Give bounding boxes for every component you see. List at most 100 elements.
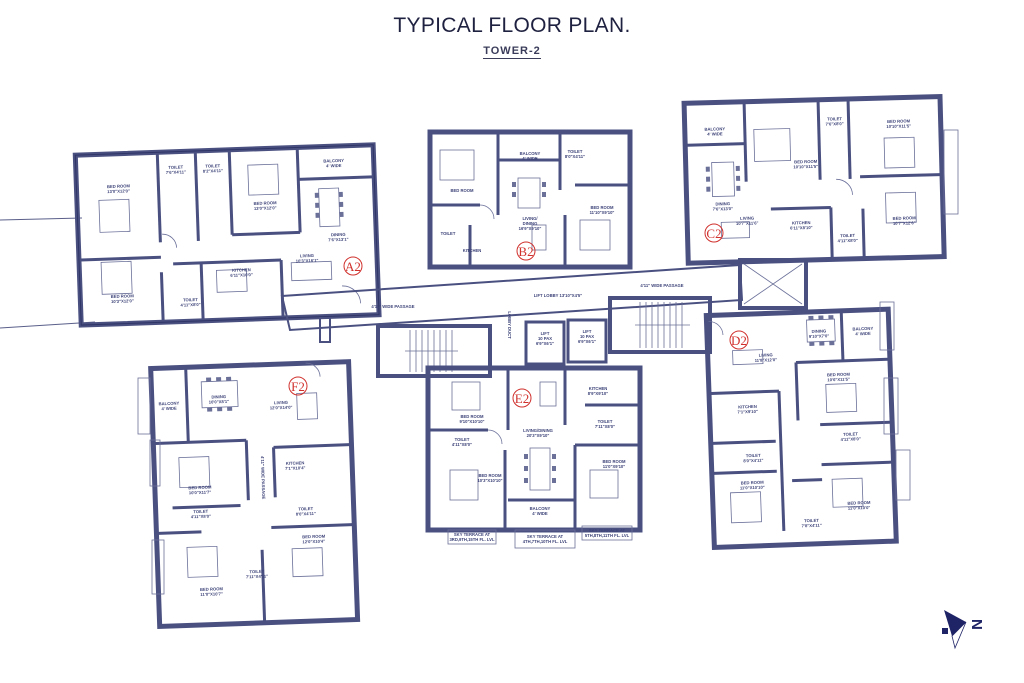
svg-text:9'10"X7'0": 9'10"X7'0" [809,333,830,339]
svg-text:7'1"X10'4": 7'1"X10'4" [285,465,306,471]
e2-living-dining-label: LIVING/DINING [523,428,553,433]
lobby-duct-label: LOBBY DUCT [507,311,512,339]
f2-sky-terraces [137,377,165,595]
unit-d2: DINING 9'10"X7'0" BALCONY 4' WIDE LIVING… [703,306,899,551]
d2-sky-terraces [879,301,911,501]
b2-bedroom-1-label: BED ROOM [450,188,474,193]
f2-balcony-label: BALCONY [158,401,179,407]
f2-bedroom-2-label: BED ROOM [302,534,326,540]
f2-living-label: LIVING [274,400,288,405]
staircase-right [608,296,712,354]
svg-text:8'0"X4'11": 8'0"X4'11" [743,458,763,464]
lift-1-label: LIFT [541,331,550,336]
svg-text:DINING: DINING [523,221,538,226]
svg-text:4' WIDE: 4' WIDE [532,511,548,516]
page-title: TYPICAL FLOOR PLAN. [393,14,631,37]
c2-dining-label: DINING [715,201,730,206]
tower-label: TOWER-2 [483,45,541,59]
a2-toilet-1-label: TOILET [168,164,183,170]
svg-text:7'1"X9'10": 7'1"X9'10" [737,409,758,415]
svg-text:4'11"X8'0": 4'11"X8'0" [191,514,211,520]
c2-balcony-label: BALCONY [704,126,725,132]
svg-text:8'0"X4'11": 8'0"X4'11" [296,511,316,517]
e2-toilet-1-label: TOILET [598,419,613,424]
c2-bedroom-2-label: BED ROOM [887,118,911,124]
svg-text:C2: C2 [706,226,721,241]
d2-toilet-2-label: TOILET [746,453,761,459]
svg-text:8'2"X4'11": 8'2"X4'11" [203,168,223,174]
svg-text:10'3"X10'10": 10'3"X10'10" [477,478,502,483]
f2-toilet-1-label: TOILET [193,509,208,515]
svg-text:3RD,9TH,15TH FL. LVL: 3RD,9TH,15TH FL. LVL [449,537,495,542]
svg-text:7'11"X8'0": 7'11"X8'0" [595,424,615,429]
svg-text:16'9"X9'10": 16'9"X9'10" [519,226,542,231]
svg-text:12'0"X14'0": 12'0"X14'0" [270,405,293,411]
unit-f2: BALCONY 4' WIDE DINING 10'0"X8'1" LIVING… [148,359,361,629]
c2-living-label: LIVING [740,215,754,220]
c2-bedroom-1-label: BED ROOM [794,159,818,165]
unit-a2: BED ROOM 13'0"X12'0" TOILET 7'6"X4'11" T… [72,142,382,328]
svg-text:4'11"X8'0": 4'11"X8'0" [838,238,858,244]
b2-toilet-1-label: TOILET [568,149,583,154]
svg-text:10'0"X8'1": 10'0"X8'1" [209,399,230,405]
f2-bedroom-1-label: BED ROOM [188,485,212,491]
svg-text:10'6"X11'5": 10'6"X11'5" [827,377,850,383]
b2-living-dining-label: LIVING/ [522,216,538,221]
e2-kitchen-label: KITCHEN [589,386,608,391]
e2-sky-terrace-1-label: SKY TERRACE AT [454,532,491,537]
svg-text:B2: B2 [518,244,533,259]
svg-text:13'0"X12'0": 13'0"X12'0" [254,205,277,211]
e2-toilet-2-label: TOILET [455,437,470,442]
lift-1 [524,320,566,366]
svg-text:10'7"X12'6": 10'7"X12'6" [893,220,916,226]
f2-passage-label: 4'11" WIDE PASSAGE [260,456,267,500]
d2-toilet-3-label: TOILET [804,518,819,524]
f2-toilet-2-label: TOILET [298,506,313,512]
c2-kitchen-label: KITCHEN [792,220,811,225]
svg-text:10 PAX: 10 PAX [538,336,552,341]
c2-toilet-2-label: TOILET [840,233,855,238]
c2-bedroom-3-label: BED ROOM [893,215,917,221]
d2-toilet-1-label: TOILET [843,431,858,437]
passage-right-label: 4'11" WIDE PASSAGE [640,283,683,288]
b2-bedroom-2-label: BED ROOM [590,205,614,210]
svg-text:7'8"X4'11": 7'8"X4'11" [802,523,822,529]
svg-text:10'10"X11'5": 10'10"X11'5" [793,164,818,170]
e2-balcony-label: BALCONY [530,506,551,511]
d2-bedroom-3-label: BED ROOM [847,500,871,506]
svg-text:7'6"X8'0": 7'6"X8'0" [826,121,844,126]
svg-text:11'0"X10'7": 11'0"X10'7" [200,591,223,597]
svg-text:20'3"X9'10": 20'3"X9'10" [527,433,550,438]
a2-toilet-2-label: TOILET [205,163,220,169]
svg-text:9'10"X10'10": 9'10"X10'10" [459,419,484,424]
staircase-left [376,324,492,378]
a2-dining-label: DINING [331,232,346,238]
d2-bedroom-1-label: BED ROOM [827,372,851,378]
unit-tag-d2: D2 [729,330,749,350]
a2-toilet-3-label: TOILET [183,297,198,303]
lift-2 [566,318,608,364]
e2-bedroom-2-label: BED ROOM [478,473,502,478]
svg-text:13'0"X12'0": 13'0"X12'0" [107,188,130,194]
lift-2-label: LIFT [583,329,592,334]
svg-text:4' WIDE: 4' WIDE [161,406,177,412]
unit-tag-a2: A2 [343,256,363,276]
unit-tag-c2: C2 [704,223,724,243]
unit-tag-e2: E2 [512,388,532,408]
svg-text:4' WIDE: 4' WIDE [707,131,723,136]
e2-sky-terrace-2-label: SKY TERRACE AT [527,534,564,539]
svg-text:4'11"X8'0": 4'11"X8'0" [180,302,200,308]
svg-text:6'11"X10'0": 6'11"X10'0" [230,272,253,278]
svg-text:11'8"X12'0": 11'8"X12'0" [755,357,778,363]
b2-balcony-label: BALCONY [520,151,541,156]
svg-text:6'11"X8'10": 6'11"X8'10" [790,225,813,231]
d2-bedroom-2-label: BED ROOM [741,480,765,486]
svg-text:5TH,8TH,11TH FL. LVL: 5TH,8TH,11TH FL. LVL [585,533,630,538]
a2-bedroom-3-label: BED ROOM [111,293,135,299]
lift-lobby-label: LIFT LOBBY 13'10"X4'5" [534,293,582,298]
core: 4'11" WIDE PASSAGE LIFT LOBBY 13'10"X4'5… [280,258,808,378]
svg-text:7'6"X4'11": 7'6"X4'11" [166,169,186,175]
b2-toilet-2-label: TOILET [441,231,456,236]
a2-living-label: LIVING [300,253,314,258]
